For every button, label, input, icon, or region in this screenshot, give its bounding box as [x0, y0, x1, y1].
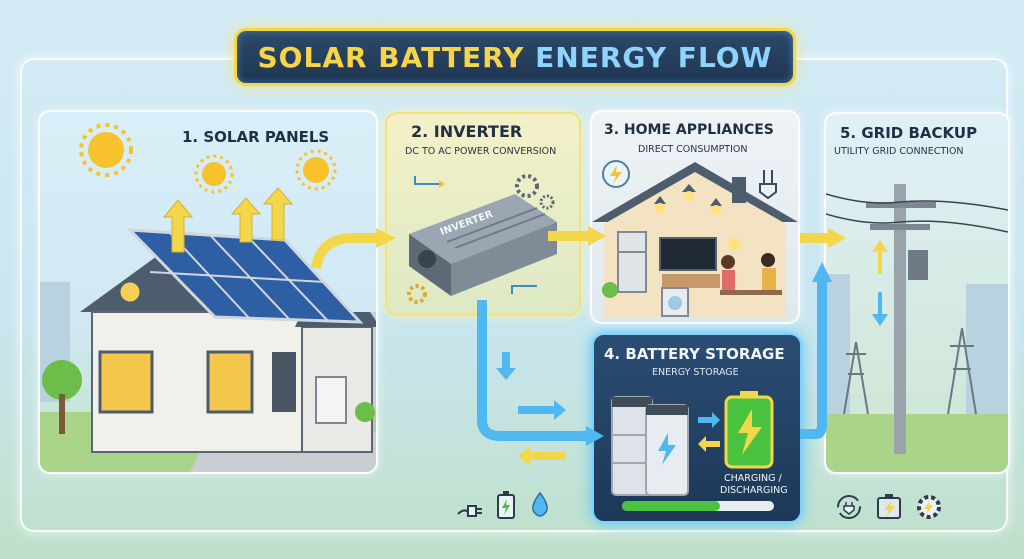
- title-banner: SOLAR BATTERY ENERGY FLOW: [234, 28, 796, 86]
- inverter-panel: 2. INVERTER DC TO AC POWER CONVERSION IN…: [385, 112, 581, 316]
- plug-icon: [457, 505, 482, 517]
- bottom-left-icons: [454, 490, 552, 520]
- grid-backup-subtitle: UTILITY GRID CONNECTION: [834, 146, 964, 157]
- battery-icon: [497, 491, 515, 519]
- cycle-plug-icon: [837, 495, 861, 519]
- home-appliances-panel: 3. HOME APPLIANCES DIRECT CONSUMPTION: [590, 110, 800, 324]
- battery-illustration: [611, 391, 774, 511]
- sun-icon: [79, 123, 133, 177]
- home-appliances-title: 3. HOME APPLIANCES: [604, 122, 774, 138]
- battery-storage-panel: 4. BATTERY STORAGE ENERGY STORAGE CHARGI…: [592, 333, 802, 523]
- grid-backup-title: 5. GRID BACKUP: [840, 124, 978, 142]
- battery-storage-title: 4. BATTERY STORAGE: [604, 345, 785, 363]
- home-illustration: [592, 160, 798, 318]
- inverter-illustration: [407, 174, 557, 304]
- water-drop-icon: [532, 491, 548, 517]
- grid-backup-panel: 5. GRID BACKUP UTILITY GRID CONNECTION: [824, 112, 1010, 474]
- home-appliances-subtitle: DIRECT CONSUMPTION: [638, 144, 748, 155]
- solar-panels-title: 1. SOLAR PANELS: [182, 128, 330, 146]
- battery-storage-subtitle: ENERGY STORAGE: [652, 367, 739, 378]
- title-main: SOLAR BATTERY: [257, 40, 525, 74]
- battery-status-line2: DISCHARGING: [720, 485, 788, 496]
- gear-bolt-icon: [917, 495, 941, 519]
- battery-status-line1: CHARGING /: [724, 473, 782, 484]
- title-accent: ENERGY FLOW: [535, 40, 773, 74]
- battery-bolt-icon: [877, 494, 901, 519]
- solar-panels-panel: 1. SOLAR PANELS: [38, 110, 378, 474]
- charge-level-bar: [622, 501, 720, 511]
- inverter-subtitle: DC TO AC POWER CONVERSION: [405, 146, 557, 157]
- page-title: SOLAR BATTERY ENERGY FLOW: [258, 41, 773, 74]
- bottom-right-icons: [834, 492, 944, 522]
- inverter-title: 2. INVERTER: [411, 122, 523, 141]
- solar-house-illustration: [40, 123, 376, 472]
- grid-illustration: [826, 184, 1008, 472]
